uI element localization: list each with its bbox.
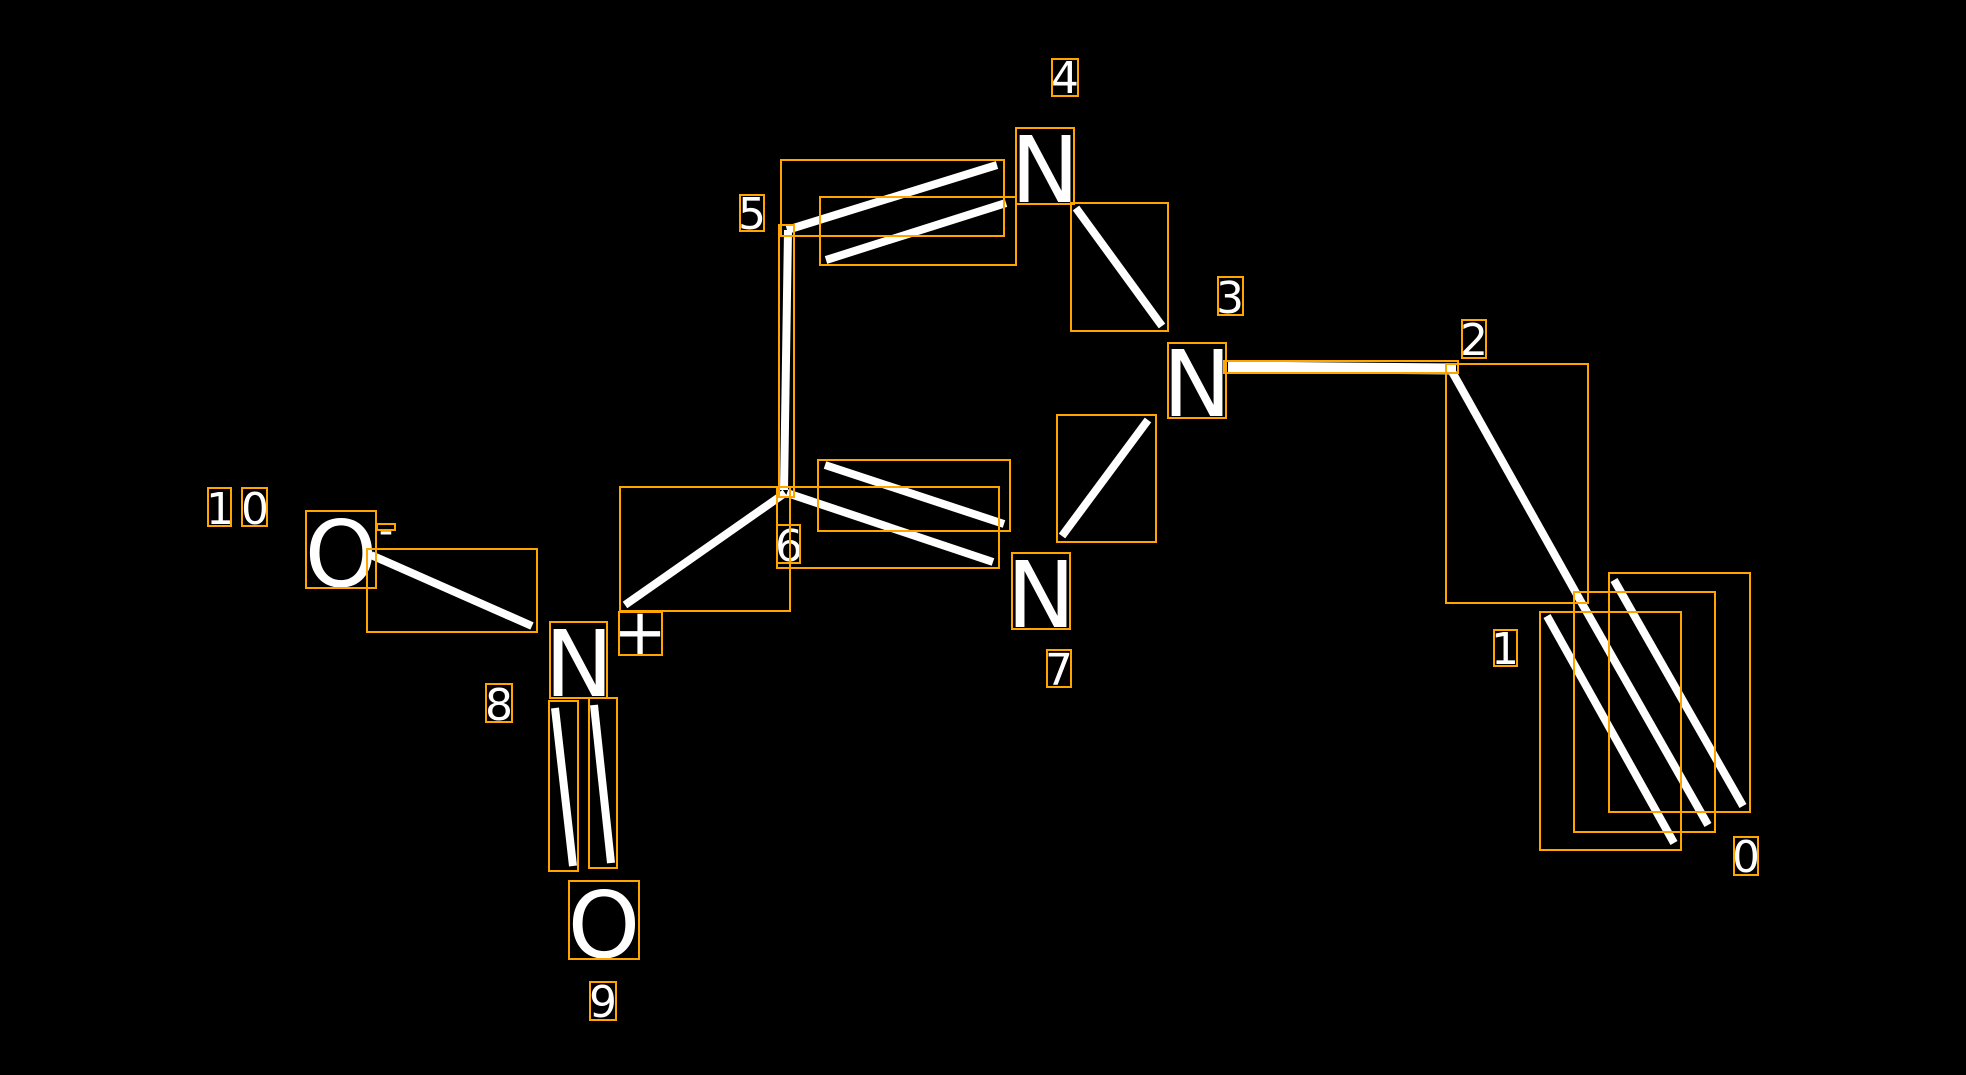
bond-6-7-b [823, 461, 1006, 528]
bbox-index [1217, 276, 1244, 316]
bbox-bond [1608, 572, 1751, 813]
bbox-index [1051, 58, 1079, 97]
atom-o10: O [305, 501, 377, 608]
bonds [369, 161, 1747, 867]
bond-10-8 [369, 551, 534, 630]
bbox-bond [619, 486, 791, 612]
index-10-digit-0: 0 [241, 484, 269, 535]
bbox-bond [1070, 202, 1169, 332]
bbox-index [485, 683, 513, 723]
bbox-bond [1056, 414, 1157, 543]
bbox-index [776, 524, 801, 564]
bbox-bond [778, 224, 795, 498]
atom-n3: N [1163, 331, 1232, 438]
bbox-index [241, 487, 268, 527]
bbox-bond [1539, 611, 1682, 851]
bounding-boxes [207, 58, 1759, 1021]
bond-triple-c [1610, 578, 1747, 808]
bbox-index [1733, 836, 1759, 876]
bbox-atom [1167, 342, 1227, 419]
bbox-index [1493, 629, 1518, 667]
atom-labels: N N N N + O O - [305, 117, 1232, 979]
index-3: 3 [1216, 273, 1244, 324]
atom-n7: N [1007, 542, 1076, 649]
bbox-index [739, 194, 765, 232]
bbox-atom [568, 880, 640, 960]
bbox-atom [1011, 552, 1071, 630]
bond-5-6 [780, 229, 792, 491]
bbox-atom [376, 523, 396, 531]
bbox-bond [1445, 363, 1589, 604]
bond-3-4 [1072, 205, 1166, 329]
bbox-index [589, 981, 617, 1021]
bond-3-7 [1058, 417, 1152, 539]
atom-indices: 0 1 2 3 4 5 6 7 8 9 1 0 [206, 53, 1760, 1028]
bond-triple-b [1576, 598, 1712, 827]
atom-charge-plus: + [613, 596, 667, 670]
bbox-bond [366, 548, 538, 633]
bond-8-9-a [551, 707, 577, 867]
bbox-index [1461, 319, 1487, 359]
atom-n4: N [1011, 117, 1080, 224]
bond-8-9-b [590, 704, 615, 864]
bond-6-8 [622, 489, 788, 609]
bbox-atom [305, 510, 377, 589]
bond-2-3 [1227, 361, 1457, 375]
index-7: 7 [1045, 645, 1073, 696]
index-8: 8 [485, 680, 513, 731]
bbox-bond [817, 459, 1011, 532]
bbox-index [207, 487, 232, 527]
bbox-atom [1015, 127, 1075, 205]
bbox-bond [1223, 360, 1459, 374]
atom-o9: O [568, 872, 640, 979]
bbox-bond [548, 700, 579, 872]
bbox-atom [618, 611, 663, 656]
bbox-bond [819, 196, 1017, 266]
bbox-bond [1573, 591, 1716, 833]
bond-4-5-b [824, 199, 1008, 264]
bond-6-7-a [785, 489, 995, 566]
index-1: 1 [1491, 624, 1519, 675]
index-5: 5 [738, 189, 766, 240]
bbox-index [1046, 649, 1072, 688]
bond-triple-a [1543, 614, 1678, 845]
index-10-digit-1: 1 [206, 484, 234, 535]
bbox-atom [549, 621, 608, 699]
bond-1-2 [1446, 366, 1584, 602]
